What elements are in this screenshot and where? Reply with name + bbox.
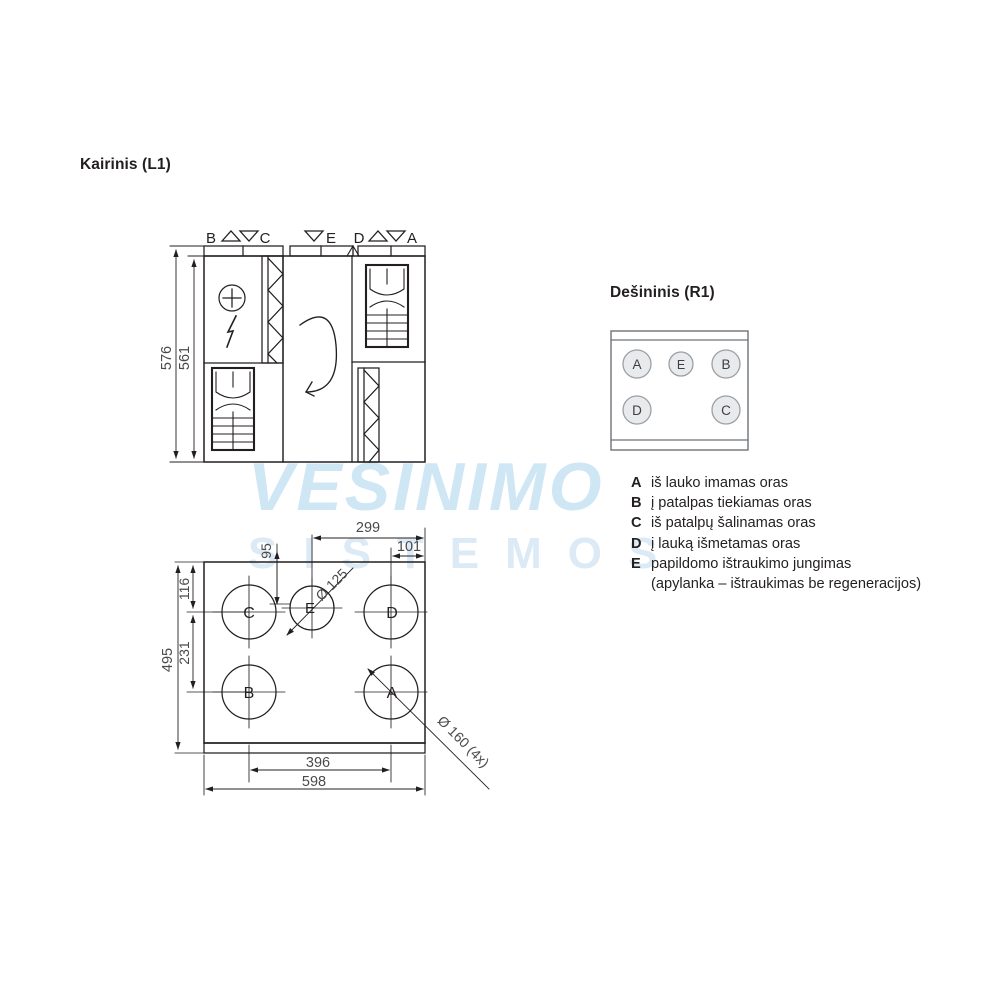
dim-95: 95	[258, 543, 274, 559]
legend-text: iš lauko imamas oras	[651, 475, 789, 491]
r1-label-b: B	[721, 357, 730, 372]
front-view-port-symbols	[221, 230, 406, 242]
legend-text: iš patalpų šalinamas oras	[651, 515, 816, 532]
r1-port-d	[622, 395, 652, 425]
dim-231: 231	[176, 641, 192, 665]
legend-key: C	[631, 515, 642, 532]
legend-key: B	[631, 495, 642, 512]
pv-label-c: C	[243, 605, 255, 622]
dim-598: 598	[302, 774, 326, 790]
page-title-right-unit: Dešininis (R1)	[610, 284, 715, 301]
r1-port-a	[622, 349, 652, 379]
dim-396: 396	[306, 755, 330, 771]
r1-label-c: C	[721, 403, 731, 418]
r1-port-e	[668, 351, 694, 377]
r1-port-c	[711, 395, 741, 425]
fv-label-e: E	[326, 230, 336, 247]
fv-label-b: B	[206, 230, 216, 247]
legend-key: D	[631, 535, 642, 552]
legend-key: E	[631, 555, 641, 572]
dim-561: 561	[177, 346, 193, 370]
page-title-left-unit: Kairinis (L1)	[80, 156, 171, 173]
legend-text: į lauką išmetamas oras	[651, 535, 801, 552]
legend-key: A	[631, 475, 642, 491]
pv-label-b: B	[244, 685, 255, 702]
legend-text: papildomo ištraukimo jungimas	[651, 555, 852, 572]
fv-label-c: C	[260, 230, 271, 247]
pv-label-d: D	[386, 605, 398, 622]
dim-101: 101	[397, 539, 421, 555]
dim-d160: Ø 160 (4x)	[434, 712, 492, 770]
dim-495: 495	[160, 648, 176, 672]
pv-label-e: E	[305, 600, 315, 617]
fv-label-a: A	[407, 230, 417, 247]
fv-label-d: D	[354, 230, 365, 247]
r1-label-d: D	[632, 403, 642, 418]
r1-label-e: E	[677, 358, 685, 372]
dim-299: 299	[356, 520, 380, 536]
legend-text: į patalpas tiekiamas oras	[651, 495, 812, 512]
legend-text-continuation: (apylanka – ištraukimas be regeneracijos…	[651, 576, 922, 593]
r1-port-b	[711, 349, 741, 379]
dim-116: 116	[176, 578, 192, 601]
r1-label-a: A	[632, 357, 641, 372]
r1-port-circles	[622, 349, 741, 425]
dim-576: 576	[159, 346, 175, 370]
pv-label-a: A	[387, 685, 398, 702]
